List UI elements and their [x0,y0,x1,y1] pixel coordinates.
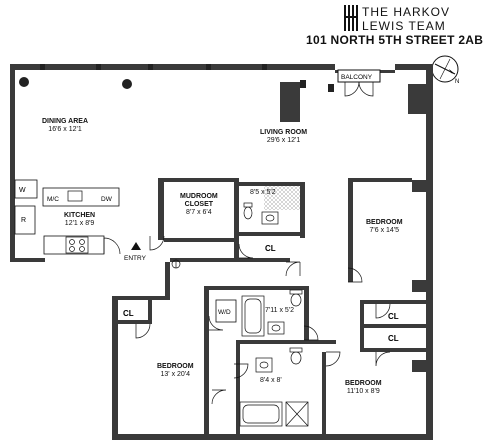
bath-1-label: 8'5 x 5'2 [250,189,276,196]
bath-3-label: 8'4 x 8' [260,377,282,384]
dishwasher-label: DW [101,196,113,203]
closet-label-right-1: CL [388,312,399,321]
compass-n-label: N [455,79,459,85]
kitchen-counters [14,179,120,255]
washer-dryer-label: W/D [218,309,231,316]
bathtub-icon [239,401,283,427]
bath1-tile [264,186,300,210]
washer-dryer [215,299,237,323]
sink-icon [67,190,83,202]
entry-label: ENTRY [124,255,147,262]
fridge-label: R [21,217,26,224]
floor-plan: BALCONY [10,64,433,440]
interior-walls [112,178,426,436]
closet-label-right-2: CL [388,334,399,343]
bath-2-label: 7'11 x 5'2 [265,307,295,314]
sink-icon [261,211,279,225]
washer-label: W [19,187,26,194]
closet-label-left-bedroom: CL [123,309,134,318]
team-logo [344,5,358,31]
microwave-label: M/C [47,196,59,203]
sink-icon [255,357,273,373]
toilet-icon [289,347,303,365]
door-swings [103,235,391,405]
team-line-2: LEWIS TEAM [362,19,446,33]
team-line-1: THE HARKOV [362,5,451,19]
property-address: 101 NORTH 5TH STREET 2AB [306,33,483,47]
sink-icon [267,321,285,335]
stove-icon [65,236,89,254]
shower-icon [285,401,309,427]
bathtub-icon [241,295,265,337]
toilet-icon [243,202,253,220]
exterior-walls [10,64,433,440]
entry-arrow-icon [131,242,141,250]
closet-label-hall: CL [265,244,276,253]
window-posts [19,64,334,92]
balcony-label: BALCONY [341,74,373,81]
toilet-icon [289,289,303,307]
